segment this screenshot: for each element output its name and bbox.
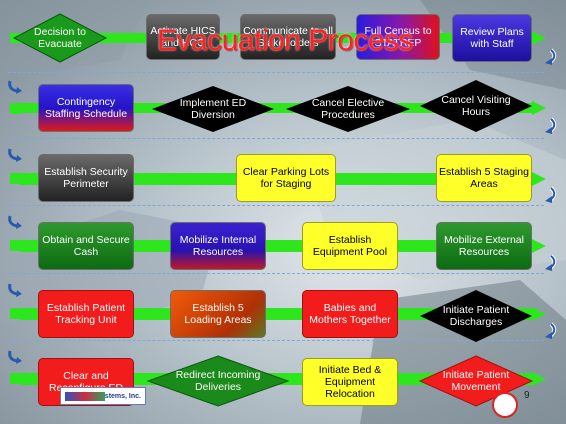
row-divider (8, 340, 544, 341)
step-label: Establish 5 Staging Areas (439, 166, 529, 190)
step-label: Establish Security Perimeter (44, 166, 128, 190)
logo-mark (65, 392, 105, 401)
step-cancel-elective-procedures: Cancel Elective Procedures (286, 86, 410, 132)
step-patient-discharges: Initiate Patient Discharges (420, 290, 532, 342)
step-review-plans: Review Plans with Staff (452, 14, 532, 62)
row-start-marker (10, 173, 21, 184)
step-label: Review Plans with Staff (460, 26, 524, 50)
step-label: Redirect Incoming Deliveries (175, 369, 261, 393)
footer-seal-icon (492, 392, 518, 418)
step-communicate-stakeholders: Communicate to all Stakeholders (240, 14, 336, 60)
step-label: Initiate Patient Discharges (442, 304, 510, 328)
step-implement-ed-diversion: Implement ED Diversion (152, 86, 274, 132)
step-label: Communicate to all Stakeholders (243, 25, 333, 49)
step-label: Initiate Patient Movement (442, 369, 510, 393)
row-divider (8, 138, 544, 139)
curved-arrow-icon (545, 254, 557, 271)
step-bed-relocation: Initiate Bed & Equipment Relocation (302, 358, 398, 406)
logo-text: Systems, Inc. (96, 392, 141, 400)
curved-arrow-icon (8, 148, 22, 162)
step-staging-areas: Establish 5 Staging Areas (436, 154, 532, 202)
row-divider (8, 273, 544, 274)
step-mobilize-external: Mobilize External Resources (436, 222, 532, 270)
step-label: Activate HICS and HCC (150, 25, 216, 49)
step-cancel-visiting-hours: Cancel Visiting Hours (420, 80, 532, 132)
step-label: Decision to Evacuate (34, 26, 86, 50)
curved-arrow-icon (545, 186, 557, 203)
curved-arrow-icon (8, 350, 22, 364)
page-number: 9 (524, 390, 530, 401)
step-label: Cancel Visiting Hours (441, 94, 511, 118)
curved-arrow-icon (545, 117, 557, 134)
step-label: Establish Patient Tracking Unit (46, 302, 126, 326)
step-label: Establish Equipment Pool (312, 234, 388, 258)
curved-arrow-icon (8, 283, 22, 297)
step-label: Initiate Bed & Equipment Relocation (318, 364, 382, 400)
step-security-perimeter: Establish Security Perimeter (38, 154, 134, 202)
step-loading-areas: Establish 5 Loading Areas (170, 290, 266, 338)
flow-arrow-row-5 (20, 307, 546, 321)
step-label: Obtain and Secure Cash (42, 234, 130, 258)
step-redirect-deliveries: Redirect Incoming Deliveries (146, 355, 290, 407)
curved-arrow-icon (8, 80, 22, 94)
step-full-census: Full Census to STATREP (356, 14, 440, 60)
step-contingency-staffing: Contingency Staffing Schedule (38, 84, 134, 132)
step-secure-cash: Obtain and Secure Cash (38, 222, 134, 270)
step-label: Implement ED Diversion (179, 97, 247, 121)
step-label: Establish 5 Loading Areas (184, 302, 252, 326)
step-patient-tracking: Establish Patient Tracking Unit (38, 290, 134, 338)
flow-arrow-row-2 (20, 101, 546, 115)
curved-arrow-icon (545, 48, 557, 65)
row-start-marker (10, 308, 21, 319)
row-divider (8, 205, 544, 206)
flow-arrow-row-4 (20, 239, 546, 253)
row-divider (8, 72, 544, 73)
row-start-marker (10, 103, 21, 114)
step-label: Contingency Staffing Schedule (44, 96, 128, 120)
company-logo: Systems, Inc. (60, 387, 146, 405)
step-label: Clear Parking Lots for Staging (242, 166, 330, 190)
curved-arrow-icon (545, 322, 557, 339)
step-label: Mobilize Internal Resources (179, 234, 257, 258)
step-label: Full Census to STATREP (364, 25, 432, 49)
step-label: Cancel Elective Procedures (311, 97, 385, 121)
step-activate-hics: Activate HICS and HCC (146, 14, 220, 60)
row-start-marker (10, 240, 21, 251)
curved-arrow-icon (8, 215, 22, 229)
step-label: Mobilize External Resources (444, 234, 524, 258)
step-clear-parking-lots: Clear Parking Lots for Staging (236, 154, 336, 202)
row-start-marker (10, 373, 21, 384)
step-label: Babies and Mothers Together (309, 302, 391, 326)
step-mobilize-internal: Mobilize Internal Resources (170, 222, 266, 270)
step-babies-mothers: Babies and Mothers Together (302, 290, 398, 338)
step-decision-to-evacuate: Decision to Evacuate (12, 13, 108, 63)
page-title: Evacuation Process (156, 24, 414, 57)
step-equipment-pool: Establish Equipment Pool (302, 222, 398, 270)
